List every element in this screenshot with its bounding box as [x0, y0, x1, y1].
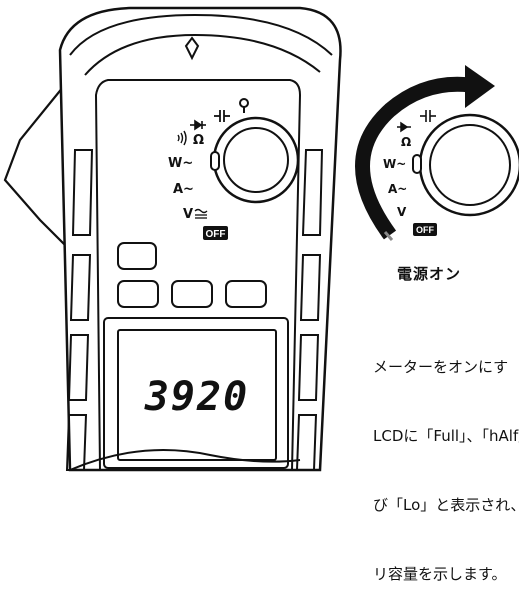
dial-pointer: [210, 151, 220, 171]
inset-watt-label: W~: [383, 157, 406, 171]
description: メーターをオンにす LCDに「Full」、「hAlf」 び「Lo」と表示され、 …: [373, 310, 519, 609]
inset-volt-label: V: [397, 205, 407, 219]
rotary-dial[interactable]: [212, 116, 300, 204]
description-line-3: び「Lo」と表示され、: [373, 496, 519, 514]
inset-amp-label: A~: [388, 182, 407, 196]
capacitor-icon: [214, 110, 230, 122]
button-1[interactable]: [117, 280, 159, 308]
button-2[interactable]: [171, 280, 213, 308]
lcd-screen: [117, 329, 277, 461]
bulb-icon: [239, 98, 249, 113]
amp-label: A~: [173, 182, 194, 197]
inset-diode-icon: [397, 121, 411, 133]
description-line-2: LCDに「Full」、「hAlf」: [373, 427, 519, 445]
watt-label: W~: [168, 156, 193, 171]
top-button[interactable]: [117, 242, 157, 270]
lcd-reading: 3920: [144, 374, 249, 420]
rotation-arrow: [355, 76, 471, 240]
inset-off-label: OFF: [416, 225, 434, 235]
inset-off-badge: [413, 223, 437, 236]
figure-caption: 電源オン: [397, 265, 462, 283]
inset-dial: [418, 113, 519, 217]
inset-capacitor-icon: [420, 110, 436, 122]
volt-label: V: [183, 207, 193, 222]
jaw-marker-icon: [184, 36, 200, 61]
continuity-icon: [177, 130, 187, 146]
meter-panel: [94, 79, 302, 471]
inset-dial-pointer: [412, 154, 422, 174]
description-line-1: メーターをオンにす: [373, 358, 509, 376]
side-grips: [65, 149, 324, 471]
meter-illustration: Ω W~ A~ V OFF 3920 Ω W~ A~ V OFF: [3, 6, 519, 472]
ac-dc-icon: [194, 208, 208, 219]
off-label: OFF: [206, 229, 226, 240]
off-badge: [203, 226, 228, 240]
hand-outline: [69, 449, 301, 471]
diode-icon: [190, 119, 206, 131]
button-3[interactable]: [225, 280, 267, 308]
description-line-4: リ容量を示します。: [373, 565, 507, 583]
meter-top-cap: [69, 13, 333, 56]
inset-ohm-label: Ω: [401, 135, 411, 149]
ohm-label: Ω: [193, 133, 204, 148]
